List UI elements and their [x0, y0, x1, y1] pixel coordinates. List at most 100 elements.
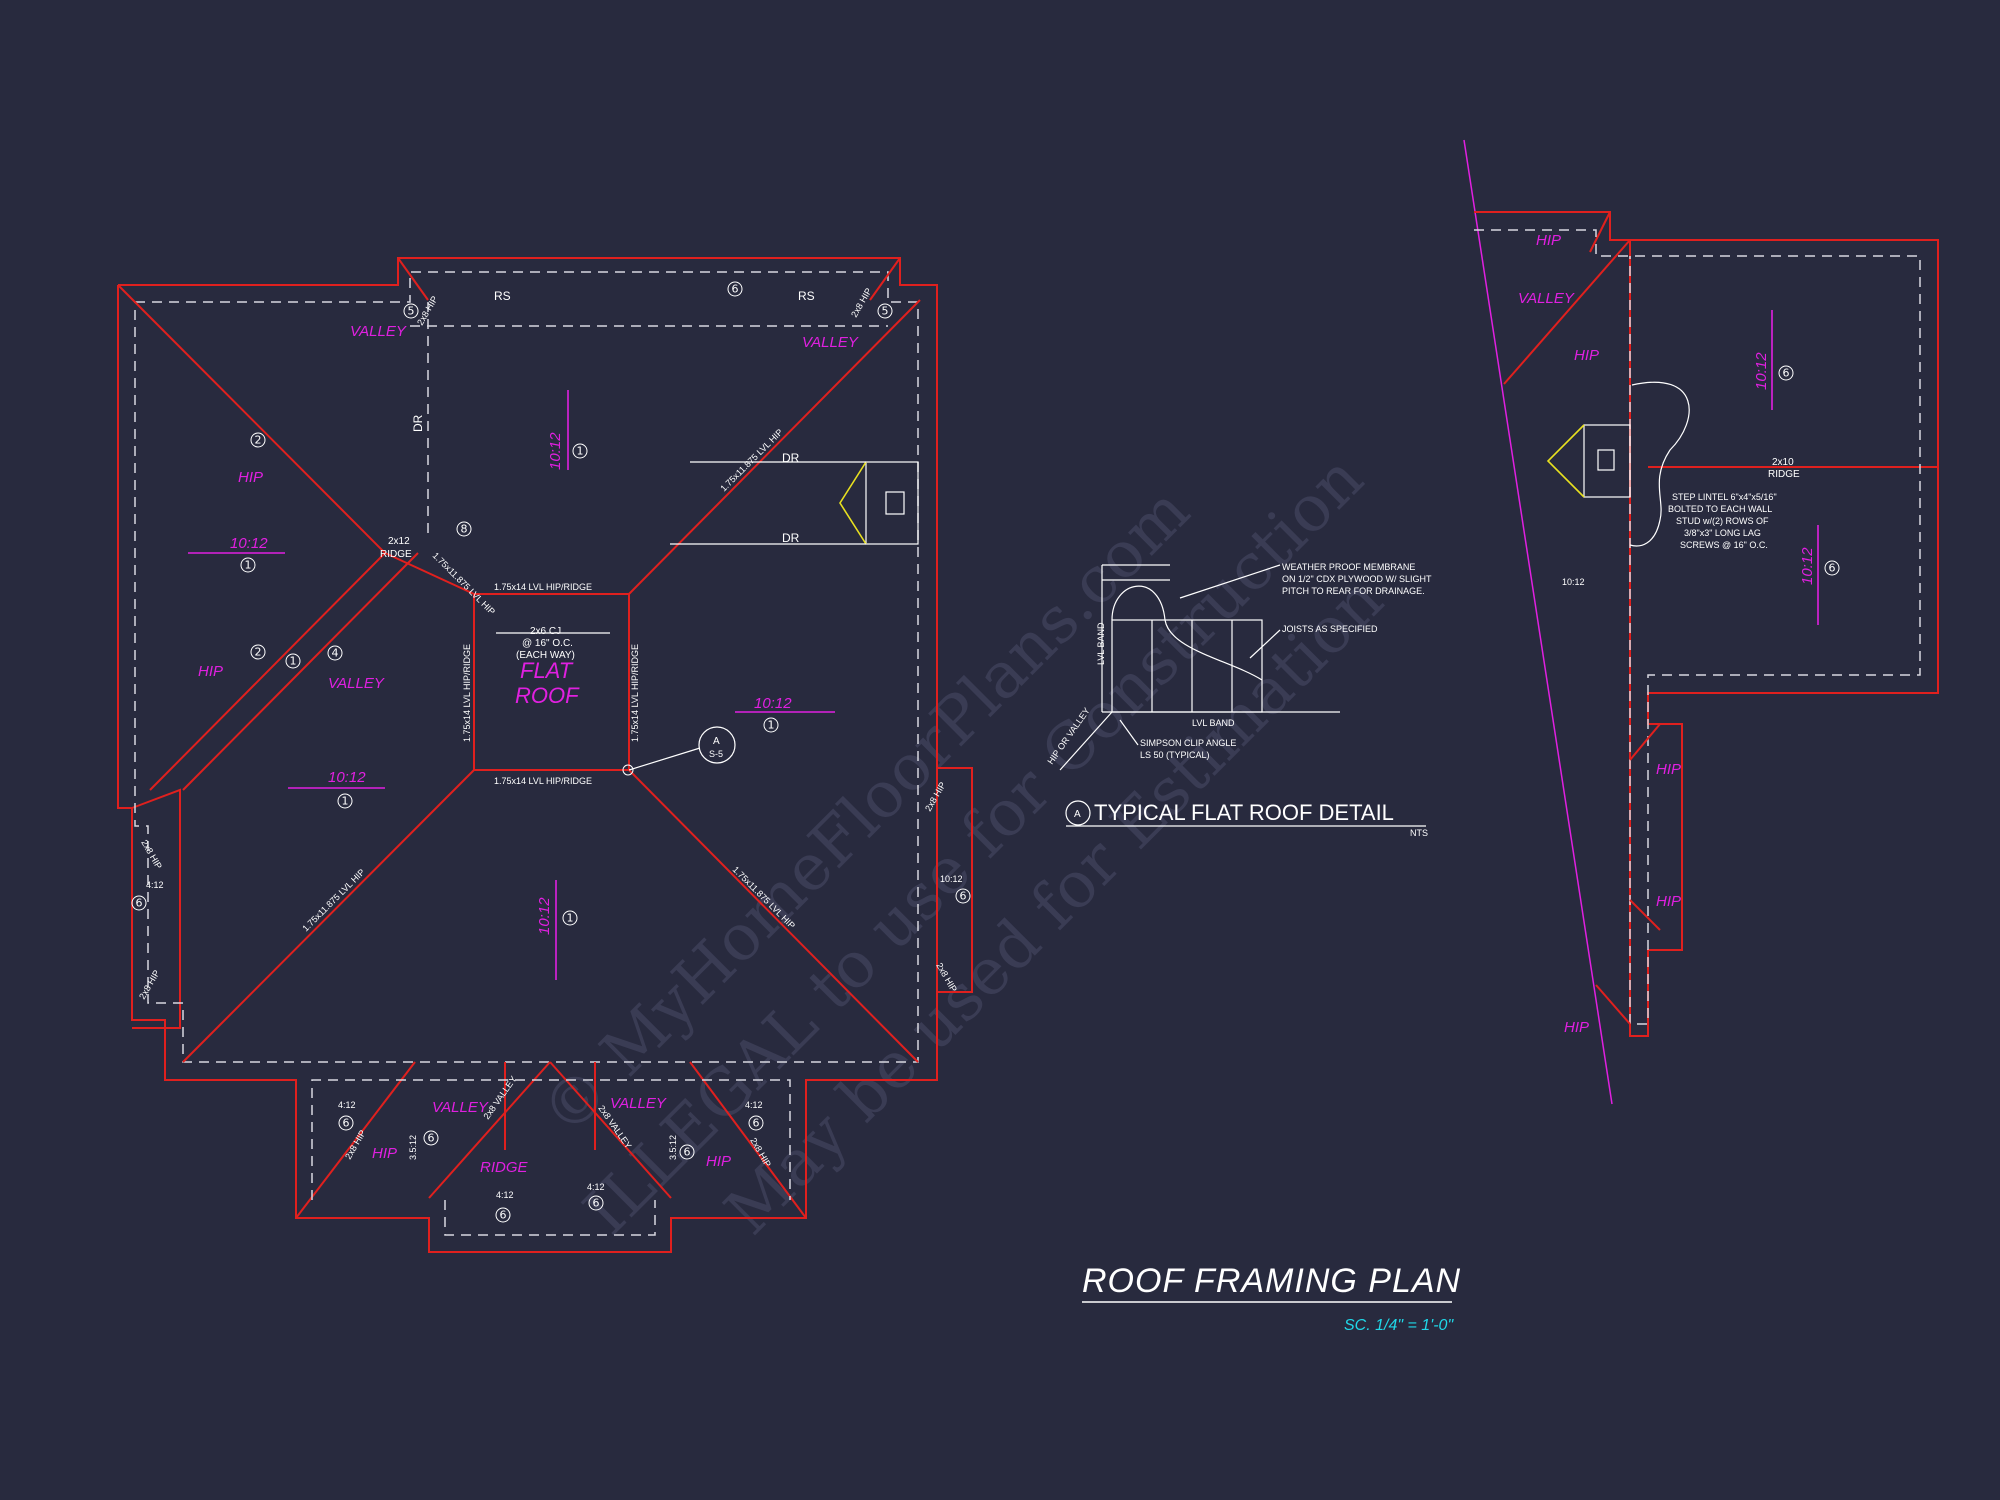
callout-1e: 1: [567, 912, 574, 925]
callout-4: 4: [332, 647, 339, 660]
callout-6e: 6: [428, 1132, 435, 1145]
plan-scale: SC. 1/4" = 1'-0": [1344, 1317, 1454, 1334]
callout-6g: 6: [593, 1197, 600, 1210]
detail-note-1c: PITCH TO REAR FOR DRAINAGE.: [1282, 586, 1425, 596]
side-slope-small: 10:12: [1562, 577, 1585, 587]
dormer-window: [885, 491, 905, 515]
detail-title-circle: [1065, 800, 1091, 826]
slope-3-5-12-r: 3.5:12: [668, 1135, 678, 1160]
flat-roof-box: [473, 593, 630, 771]
detail-note-1b: ON 1/2" CDX PLYWOOD W/ SLIGHT: [1282, 574, 1432, 584]
plan-title: ROOF FRAMING PLAN: [1082, 1262, 1461, 1300]
ridge-line-nw: [384, 552, 475, 595]
side-hip-r2: [1629, 899, 1661, 931]
side-note-5: SCREWS @ 16" O.C.: [1680, 540, 1768, 550]
side-dormer-gable: [1546, 424, 1585, 498]
callout-5a: 5: [408, 305, 415, 318]
side-callout-6b: 6: [1829, 562, 1836, 575]
hip-bl-line: [295, 1061, 416, 1219]
side-valley-top: VALLEY: [1518, 290, 1575, 307]
hip-2x8-tr: 2x8 HIP: [849, 286, 874, 319]
hip-line-nw: [117, 284, 386, 554]
callout-6a: 6: [732, 283, 739, 296]
detail-title-letter: A: [1074, 809, 1081, 820]
lvl-ridge-left: 1.75x14 LVL HIP/RIDGE: [462, 644, 472, 742]
valley-line-tl: [397, 257, 429, 301]
rs-label-left: RS: [494, 289, 511, 303]
callout-2b: 2: [255, 646, 262, 659]
dormer-front-gable: [839, 461, 867, 545]
slope-label-left: 10:12: [230, 535, 268, 552]
side-hip-line-top: [1503, 239, 1631, 385]
bottom-center-wall: [444, 1200, 656, 1236]
lvl-hip-ne: 1.75x11.875 LVL HIP: [718, 427, 784, 493]
side-hip-r2-label: HIP: [1656, 893, 1681, 910]
side-ridge-size: 2x10: [1772, 457, 1794, 468]
hip-label-bl: HIP: [372, 1145, 397, 1162]
slope-4-12-bc: 4:12: [496, 1190, 514, 1200]
callout-6d: 6: [343, 1117, 350, 1130]
hip-label-lower: HIP: [198, 663, 223, 680]
detail-note-3: LVL BAND: [1192, 718, 1235, 728]
valley-2x8-l: 2x8 VALLEY: [481, 1074, 518, 1121]
valley-line-w1: [149, 552, 386, 791]
dr-label-upper: DR: [782, 451, 800, 465]
slope-4-12-bl: 4:12: [338, 1100, 356, 1110]
hip-2x8-bl: 2x8 HIP: [343, 1128, 368, 1161]
callout-6b: 6: [136, 897, 143, 910]
cj-line-3: (EACH WAY): [516, 650, 575, 661]
section-node: [622, 764, 634, 776]
dormer-box: [865, 461, 919, 545]
side-dormer-window: [1597, 449, 1615, 471]
valley-label-mid: VALLEY: [328, 675, 385, 692]
section-letter: A: [713, 736, 720, 747]
side-note-1: STEP LINTEL 6"x4"x5/16": [1672, 492, 1777, 502]
detail-leader-1: [1179, 564, 1281, 599]
side-note-4: 3/8"x3" LONG LAG: [1684, 528, 1761, 538]
lvl-ridge-bottom: 1.75x14 LVL HIP/RIDGE: [494, 776, 592, 786]
side-hip-bottom-label: HIP: [1564, 1019, 1589, 1036]
side-hip-r1-label: HIP: [1656, 761, 1681, 778]
callout-5b: 5: [882, 305, 889, 318]
valley-bl-line: [428, 1061, 551, 1199]
slope-small-right: 10:12: [940, 874, 963, 884]
ridge-label-bottom: RIDGE: [480, 1159, 529, 1176]
hip-line-ne: [628, 299, 921, 595]
valley-label-tl: VALLEY: [350, 323, 407, 340]
valley-line-w2: [182, 552, 419, 791]
valley-label-bl: VALLEY: [432, 1099, 489, 1116]
bottom-bay-wall: [311, 1079, 791, 1200]
detail-note-4b: LS 50 (TYPICAL): [1140, 750, 1210, 760]
callout-1b: 1: [290, 655, 297, 668]
detail-title: TYPICAL FLAT ROOF DETAIL: [1094, 800, 1394, 825]
side-hip-bottom: [1595, 984, 1631, 1025]
slope-label-right: 10:12: [754, 695, 792, 712]
side-hip-top: HIP: [1536, 232, 1561, 249]
callout-6f: 6: [500, 1209, 507, 1222]
slope-small-left: 4:12: [146, 880, 164, 890]
lvl-hip-nw: 1.75x11.875 LVL HIP: [431, 550, 497, 616]
detail-leader-2: [1249, 629, 1281, 659]
detail-membrane: [1111, 585, 1263, 681]
detail-note-4a: SIMPSON CLIP ANGLE: [1140, 738, 1236, 748]
right-bay-outline: [937, 767, 973, 993]
callout-1a: 1: [245, 559, 252, 572]
callout-6c: 6: [960, 890, 967, 903]
side-lintel-leader: [1629, 381, 1690, 547]
hip-label-br: HIP: [706, 1153, 731, 1170]
side-note-2: BOLTED TO EACH WALL: [1668, 504, 1772, 514]
left-bay-outline: [131, 788, 181, 1029]
cj-line-2: @ 16" O.C.: [522, 638, 573, 649]
side-slope-lower: 10:12: [1799, 547, 1816, 585]
callout-2a: 2: [255, 434, 262, 447]
cj-line-1: 2x6 CJ: [530, 626, 561, 637]
rs-label-right: RS: [798, 289, 815, 303]
watermark: © MyHomeFloorPlans.com ILLEGAL to use fo…: [528, 442, 1398, 1250]
detail-note-1a: WEATHER PROOF MEMBRANE: [1282, 562, 1415, 572]
side-callout-6a-circle: [1778, 365, 1794, 381]
slope-label-center: 10:12: [547, 432, 564, 470]
property-line: [1463, 139, 1613, 1105]
side-valley-line: [1589, 211, 1611, 253]
detail-leader-4: [1119, 719, 1139, 746]
